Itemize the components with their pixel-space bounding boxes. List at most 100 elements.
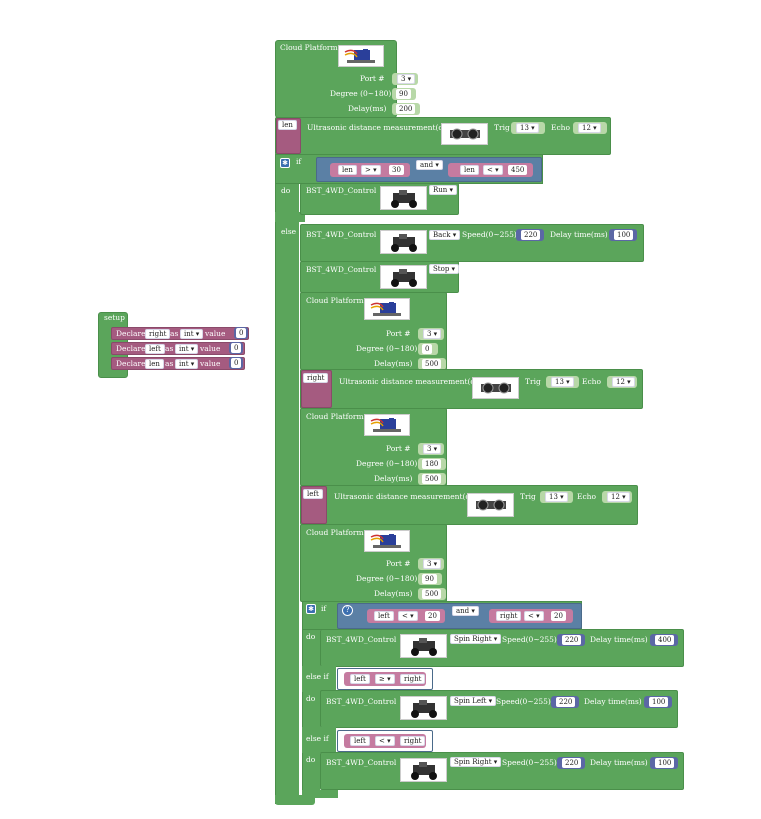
gear-icon[interactable]: ✱ xyxy=(280,158,290,168)
echo-dropdown[interactable]: 12 ▾ xyxy=(607,492,630,502)
setup-label: setup xyxy=(104,313,125,322)
declare-type-dropdown[interactable]: int ▾ xyxy=(180,329,204,339)
bst-title: BST_4WD_Control xyxy=(306,186,377,195)
mode-dropdown[interactable]: Spin Right ▾ xyxy=(450,634,502,644)
delay-label: Delay(ms) xyxy=(348,104,387,113)
declare-type-dropdown[interactable]: int ▾ xyxy=(175,344,199,354)
delay-time-value[interactable]: 100 xyxy=(649,697,669,707)
speed-value[interactable]: 220 xyxy=(562,635,582,645)
mode-dropdown[interactable]: Spin Right ▾ xyxy=(450,757,502,767)
var-right[interactable]: right xyxy=(496,611,522,621)
assign-var-name[interactable]: left xyxy=(303,489,323,499)
var-len[interactable]: len xyxy=(460,165,479,175)
delay-time-value[interactable]: 400 xyxy=(655,635,675,645)
compare-value[interactable]: 450 xyxy=(508,165,528,175)
delay-time-value[interactable]: 100 xyxy=(655,758,675,768)
assign-var-name[interactable]: len xyxy=(278,120,297,130)
trig-label: Trig xyxy=(494,123,510,132)
speed-label: Speed(0~255) xyxy=(462,230,517,239)
degree-value[interactable]: 0 xyxy=(422,344,433,354)
delay-label: Delay(ms) xyxy=(374,589,413,598)
bst-spin-right-block[interactable] xyxy=(320,629,684,667)
compare-value[interactable]: 30 xyxy=(389,165,404,175)
if-else-bottom xyxy=(275,795,315,805)
trig-dropdown[interactable]: 13 ▾ xyxy=(545,492,568,502)
echo-label: Echo xyxy=(551,123,571,132)
bst-title: BST_4WD_Control xyxy=(326,697,397,706)
bst-run-block[interactable] xyxy=(300,183,459,215)
and-dropdown[interactable]: and ▾ xyxy=(452,606,479,616)
echo-dropdown[interactable]: 12 ▾ xyxy=(578,123,601,133)
and-dropdown[interactable]: and ▾ xyxy=(416,160,443,170)
compare-value[interactable]: 20 xyxy=(425,611,440,621)
declare-var-name[interactable]: len xyxy=(145,359,164,369)
trig-dropdown[interactable]: 13 ▾ xyxy=(516,123,539,133)
do-label: do xyxy=(281,186,291,195)
declare-value[interactable]: 0 xyxy=(231,343,242,353)
if-else-block[interactable] xyxy=(275,154,299,804)
ultrasonic-block[interactable] xyxy=(300,369,643,409)
degree-value[interactable]: 180 xyxy=(422,459,442,469)
var-right[interactable]: right xyxy=(400,674,426,684)
compare-value[interactable]: 20 xyxy=(551,611,566,621)
op-dropdown[interactable]: ≥ ▾ xyxy=(375,674,395,684)
port-dropdown[interactable]: 3 ▾ xyxy=(397,74,416,84)
var-left[interactable]: left xyxy=(374,611,394,621)
gear-icon[interactable]: ✱ xyxy=(306,604,316,614)
delay-label: Delay(ms) xyxy=(374,359,413,368)
echo-dropdown[interactable]: 12 ▾ xyxy=(612,377,635,387)
port-label: Port # xyxy=(386,329,411,338)
delay-time-label: Delay time(ms) xyxy=(590,635,648,644)
port-dropdown[interactable]: 3 ▾ xyxy=(423,444,442,454)
delay-time-value[interactable]: 100 xyxy=(614,230,634,240)
degree-value[interactable]: 90 xyxy=(396,89,411,99)
echo-label: Echo xyxy=(582,377,602,386)
trig-dropdown[interactable]: 13 ▾ xyxy=(551,377,574,387)
degree-value[interactable]: 90 xyxy=(422,574,437,584)
delay-time-label: Delay time(ms) xyxy=(550,230,608,239)
op-dropdown[interactable]: < ▾ xyxy=(524,611,544,621)
op-dropdown[interactable]: < ▾ xyxy=(483,165,503,175)
mode-dropdown[interactable]: Spin Left ▾ xyxy=(450,696,497,706)
servo-motor-icon xyxy=(364,530,410,552)
value-label: value xyxy=(205,329,226,338)
delay-value[interactable]: 500 xyxy=(422,589,442,599)
assign-var-name[interactable]: right xyxy=(303,373,329,383)
speed-value[interactable]: 220 xyxy=(556,697,576,707)
port-dropdown[interactable]: 3 ▾ xyxy=(423,329,442,339)
delay-value[interactable]: 500 xyxy=(422,474,442,484)
var-right[interactable]: right xyxy=(400,736,426,746)
bst-back-block[interactable] xyxy=(300,224,644,262)
declare-var-name[interactable]: right xyxy=(145,329,171,339)
op-dropdown[interactable]: > ▾ xyxy=(361,165,381,175)
question-icon[interactable]: ? xyxy=(342,605,353,616)
var-left[interactable]: left xyxy=(350,674,370,684)
speed-value[interactable]: 220 xyxy=(521,230,541,240)
declare-value[interactable]: 0 xyxy=(231,358,242,368)
degree-label: Degree (0~180) xyxy=(356,344,418,353)
bst-spin-right-block[interactable] xyxy=(320,752,684,790)
mode-dropdown[interactable]: Back ▾ xyxy=(429,230,461,240)
bst-spin-left-block[interactable] xyxy=(320,690,678,728)
var-left[interactable]: left xyxy=(350,736,370,746)
declare-value[interactable]: 0 xyxy=(236,328,247,338)
op-dropdown[interactable]: < ▾ xyxy=(398,611,418,621)
var-len[interactable]: len xyxy=(338,165,357,175)
port-dropdown[interactable]: 3 ▾ xyxy=(423,559,442,569)
declare-label: Declare xyxy=(116,329,146,338)
if-label: if xyxy=(321,604,327,613)
ultrasonic-title: Ultrasonic distance measurement(cm) xyxy=(339,377,485,386)
declare-var-name[interactable]: left xyxy=(145,344,165,354)
mode-dropdown[interactable]: Stop ▾ xyxy=(429,264,460,274)
ultrasonic-title: Ultrasonic distance measurement(cm) xyxy=(307,123,453,132)
mode-dropdown[interactable]: Run ▾ xyxy=(429,185,458,195)
delay-value[interactable]: 200 xyxy=(396,104,416,114)
do-label: do xyxy=(306,632,316,641)
declare-type-dropdown[interactable]: int ▾ xyxy=(175,359,199,369)
speed-value[interactable]: 220 xyxy=(562,758,582,768)
op-dropdown[interactable]: < ▾ xyxy=(375,736,395,746)
servo-motor-icon xyxy=(364,414,410,436)
delay-value[interactable]: 500 xyxy=(422,359,442,369)
port-label: Port # xyxy=(360,74,385,83)
bst-title: BST_4WD_Control xyxy=(306,265,377,274)
